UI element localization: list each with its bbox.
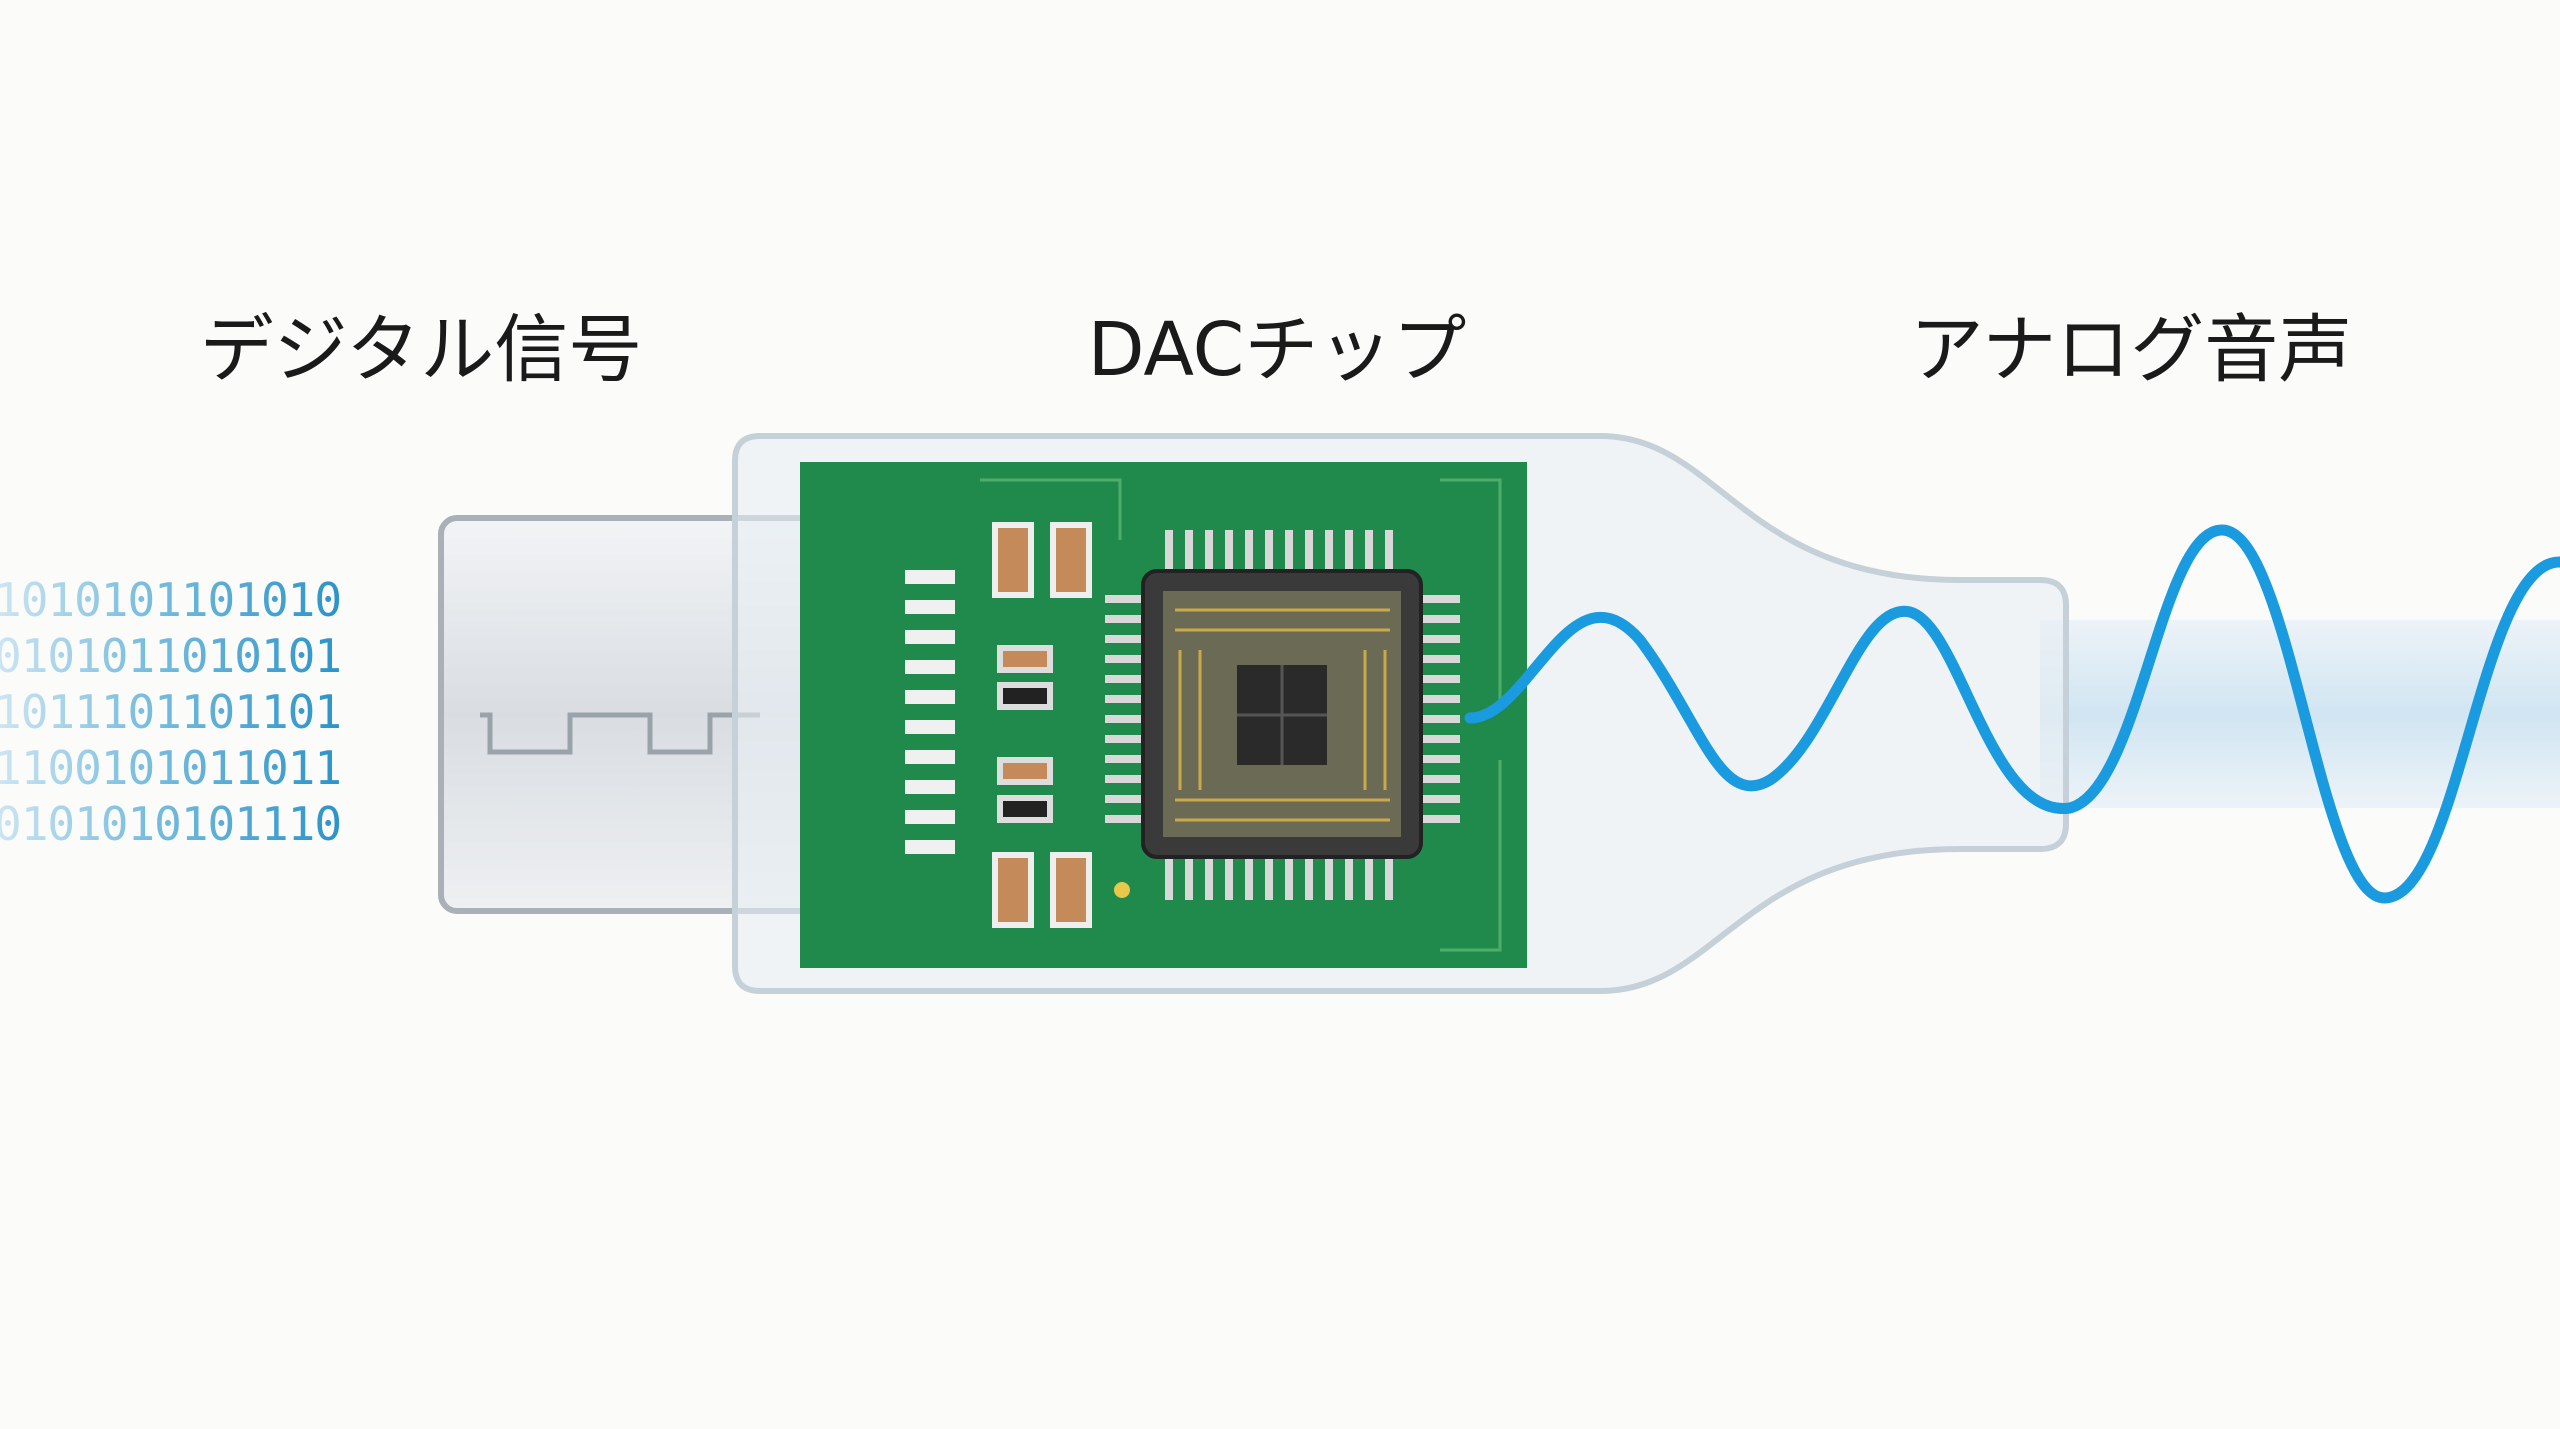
binary-row: 1010101101010 [0,572,342,628]
binary-stream: 1010101101010 0101011010101 101110110110… [0,572,342,852]
binary-row: 1011101101101 [0,684,342,740]
label-analog-audio: アナログ音声 [1909,307,2353,393]
binary-row: 1100101011011 [0,740,342,796]
binary-row: 0101011010101 [0,628,342,684]
binary-row: 0101010101110 [0,796,342,852]
dac-chip [1105,530,1460,900]
label-dac-chip: DACチップ [1087,307,1467,393]
analog-wave [1464,524,2560,904]
label-digital-signal: デジタル信号 [199,307,643,393]
